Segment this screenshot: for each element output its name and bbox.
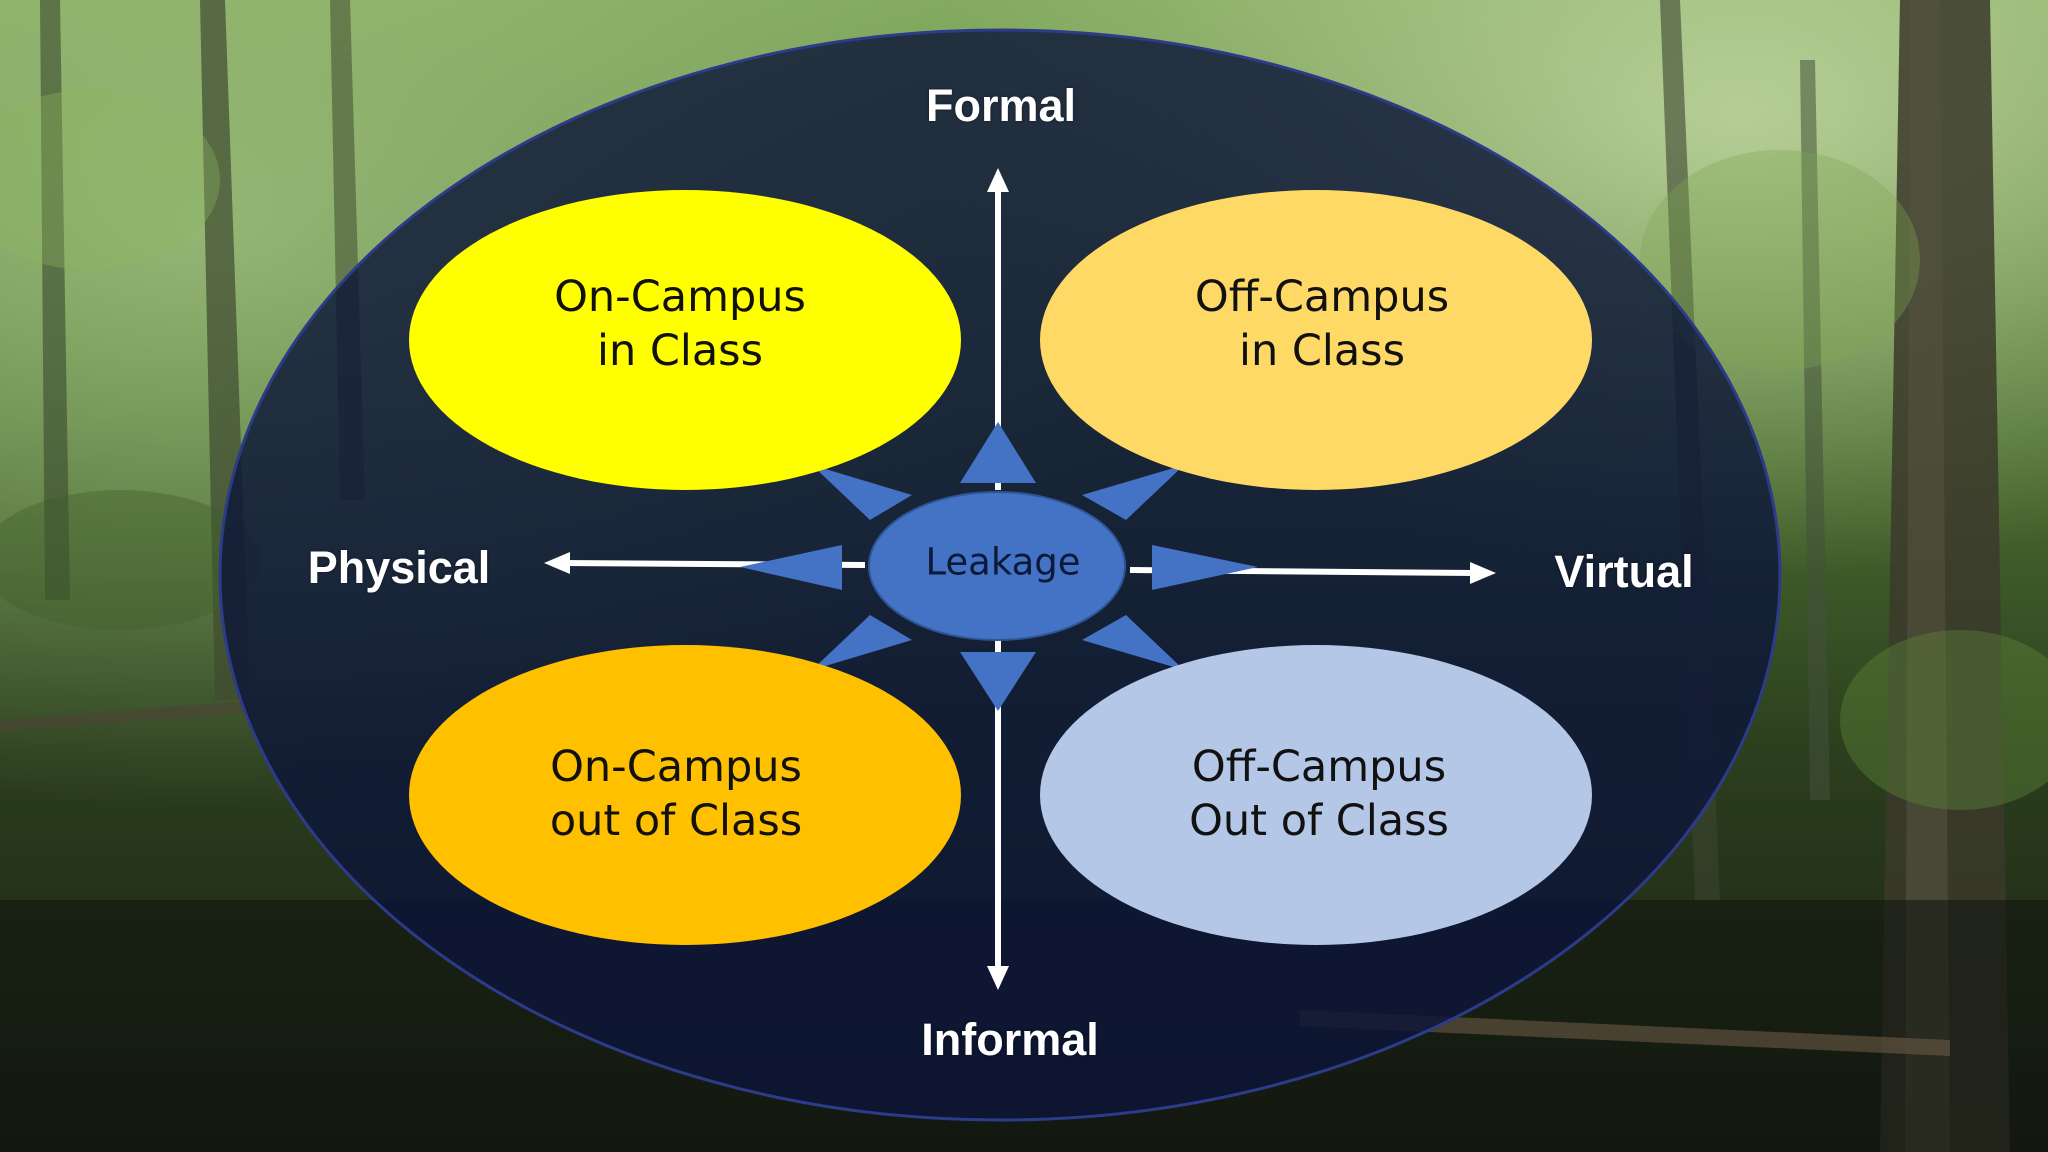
quadrant-bottom-right-ellipse xyxy=(1040,645,1592,945)
axis-label-virtual: Virtual xyxy=(1554,546,1694,597)
quadrant-top-right-line1: Off-Campus xyxy=(1194,272,1450,322)
leakage-arrow-up xyxy=(960,422,1036,483)
quadrant-top-right-label: Off-Campus in Class xyxy=(1195,270,1449,378)
quadrant-top-left-ellipse xyxy=(409,190,961,490)
axis-label-physical: Physical xyxy=(307,542,491,593)
leakage-arrow-up-right xyxy=(1082,465,1184,520)
center-label-leakage: Leakage xyxy=(925,540,1081,584)
quadrant-bottom-right-line2: Out of Class xyxy=(1189,796,1449,846)
leakage-arrow-right xyxy=(1152,545,1258,590)
leakage-arrows xyxy=(740,422,1258,711)
quadrant-bottom-left-line1: On-Campus xyxy=(550,742,802,792)
arrowhead-up xyxy=(987,168,1009,192)
center-ellipse xyxy=(868,491,1126,641)
arrowhead-down xyxy=(987,966,1009,990)
leakage-arrow-down-right xyxy=(1082,615,1184,670)
quadrant-bottom-left-line2: out of Class xyxy=(549,796,803,846)
quadrant-bottom-left-label: On-Campus out of Class xyxy=(550,740,802,848)
axis-label-formal: Formal xyxy=(925,80,1077,131)
quadrant-bottom-left-ellipse xyxy=(409,645,961,945)
leakage-arrow-left xyxy=(740,545,842,590)
quadrant-top-right-line2: in Class xyxy=(1238,326,1405,376)
leakage-arrow-down xyxy=(960,652,1036,711)
arrowhead-left xyxy=(544,552,570,574)
leakage-arrow-up-left xyxy=(812,465,912,520)
axis-label-informal: Informal xyxy=(921,1014,1099,1065)
quadrant-top-left-line1: On-Campus xyxy=(554,272,806,322)
arrowhead-right xyxy=(1470,562,1496,584)
quadrant-top-left-line2: in Class xyxy=(596,326,763,376)
quadrant-bottom-right-label: Off-Campus Out of Class xyxy=(1189,740,1449,848)
leakage-arrow-down-left xyxy=(812,615,912,670)
quadrant-top-right-ellipse xyxy=(1040,190,1592,490)
quadrant-bottom-right-line1: Off-Campus xyxy=(1191,742,1447,792)
quadrant-top-left-label: On-Campus in Class xyxy=(554,270,806,378)
